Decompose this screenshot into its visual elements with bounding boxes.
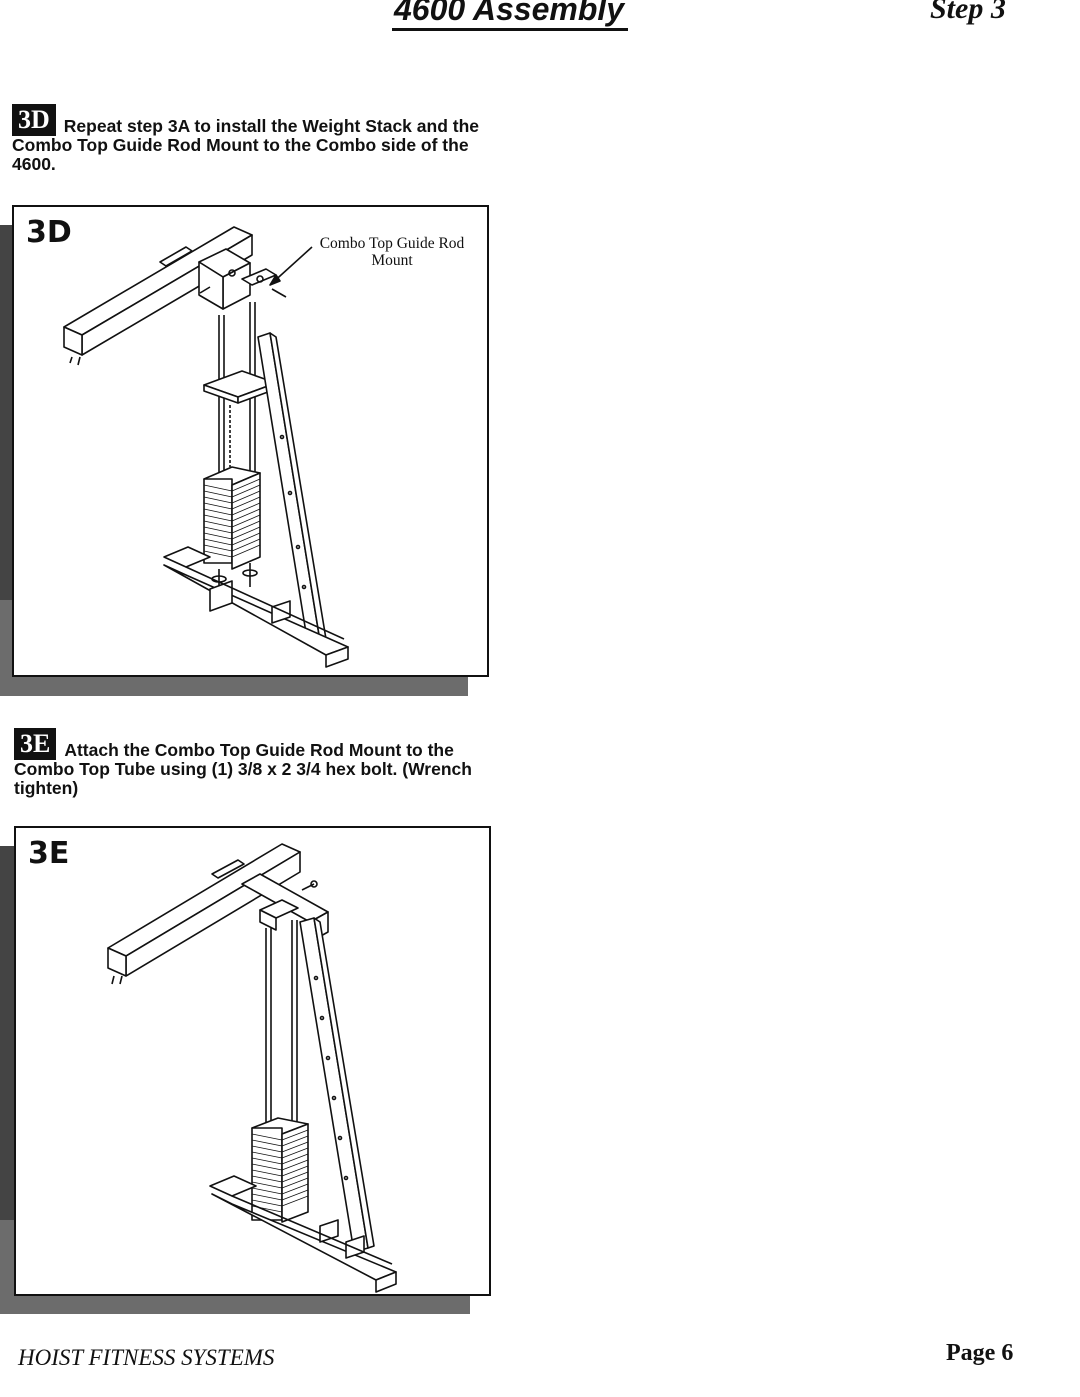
figure-3e-panel: 3E xyxy=(14,826,491,1296)
step-label: Step 3 xyxy=(930,0,1006,25)
page-title: 4600 Assembly xyxy=(392,0,629,31)
figure-3e-label: 3E xyxy=(28,836,70,871)
figure-3e-drawing xyxy=(107,843,397,1293)
figure-3d-callout: Combo Top Guide Rod Mount xyxy=(319,235,465,269)
figure-3e-shadow-left xyxy=(0,846,16,1221)
step-3d-text: Repeat step 3A to install the Weight Sta… xyxy=(12,116,479,174)
figure-3d-shadow-left xyxy=(0,225,14,600)
figure-3d-drawing xyxy=(63,226,349,668)
figure-3d-panel: 3D Combo Top Guide Rod Mount xyxy=(12,205,489,677)
step-3e-text: Attach the Combo Top Guide Rod Mount to … xyxy=(14,740,472,798)
step-3e-badge: 3E xyxy=(14,728,57,760)
footer-page-number: Page 6 xyxy=(946,1340,1014,1366)
step-3d-badge: 3D xyxy=(12,104,56,136)
figure-3d-label: 3D xyxy=(26,215,72,250)
footer-company: HOIST FITNESS SYSTEMS xyxy=(18,1345,275,1370)
